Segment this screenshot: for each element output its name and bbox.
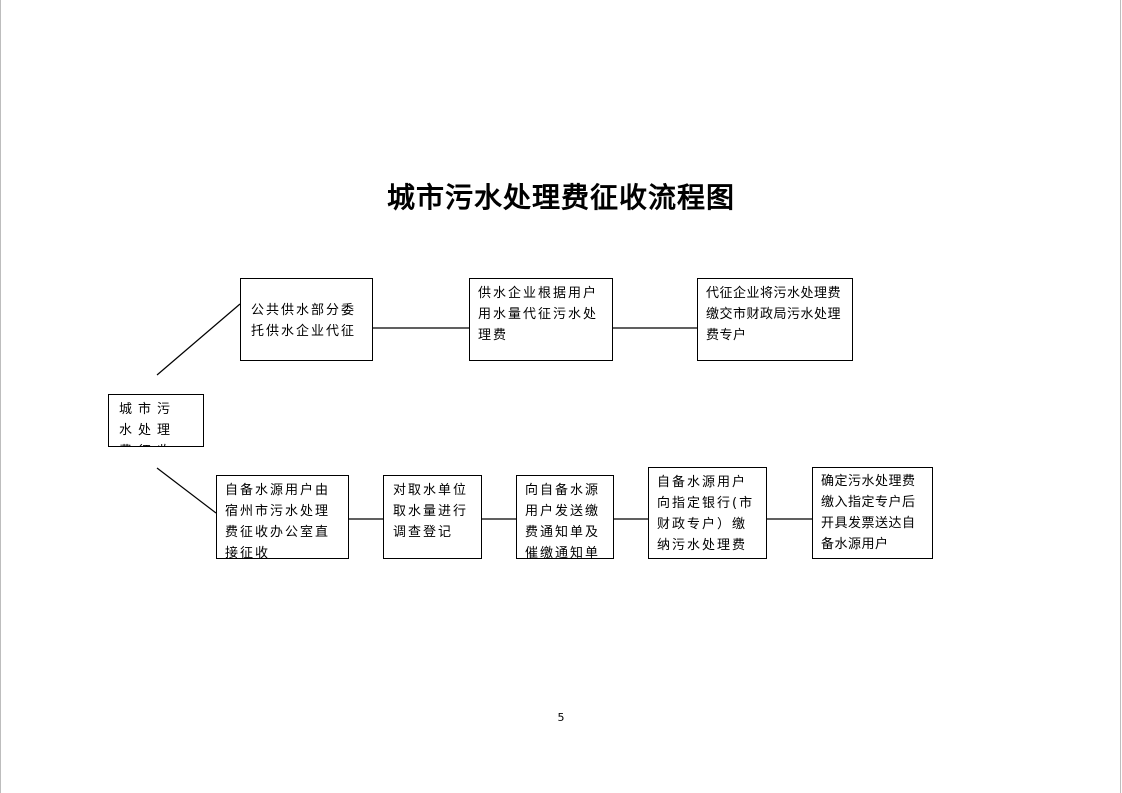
bottom-box-2-text: 对取水单位取水量进行调查登记	[393, 483, 469, 540]
page-edge-right	[1120, 0, 1121, 793]
bottom-box-3: 向自备水源用户发送缴费通知单及催缴通知单	[516, 475, 614, 559]
top-box-2-text: 供水企业根据用户用水量代征污水处理费	[478, 286, 599, 343]
page-number: 5	[557, 711, 565, 724]
connector-root-to-top	[156, 303, 241, 376]
page-title: 城市污水处理费征收流程图	[386, 181, 735, 214]
top-box-1-text: 公共供水部分委托供水企业代征	[251, 303, 357, 339]
root-box: 城市污水处理费征收	[108, 394, 204, 447]
bottom-box-1-text: 自备水源用户由宿州市污水处理费征收办公室直接征收	[225, 483, 331, 559]
bottom-box-1: 自备水源用户由宿州市污水处理费征收办公室直接征收	[216, 475, 349, 559]
bottom-box-4: 自备水源用户向指定银行(市财政专户）缴纳污水处理费	[648, 467, 767, 559]
connector-root-to-bottom	[156, 467, 217, 514]
page-edge-left	[0, 0, 1, 793]
root-box-text: 城市污水处理费征收	[119, 402, 177, 446]
bottom-box-4-text: 自备水源用户向指定银行(市财政专户）缴纳污水处理费	[657, 475, 755, 553]
top-box-2: 供水企业根据用户用水量代征污水处理费	[469, 278, 613, 361]
top-box-3-text: 代征企业将污水处理费缴交市财政局污水处理费专户	[706, 286, 842, 343]
top-box-3: 代征企业将污水处理费缴交市财政局污水处理费专户	[697, 278, 853, 361]
bottom-box-5: 确定污水处理费缴入指定专户后开具发票送达自备水源用户	[812, 467, 933, 559]
bottom-box-2: 对取水单位取水量进行调查登记	[383, 475, 482, 559]
top-box-1: 公共供水部分委托供水企业代征	[240, 278, 373, 361]
bottom-box-3-text: 向自备水源用户发送缴费通知单及催缴通知单	[525, 483, 601, 559]
bottom-box-5-text: 确定污水处理费缴入指定专户后开具发票送达自备水源用户	[821, 474, 916, 552]
